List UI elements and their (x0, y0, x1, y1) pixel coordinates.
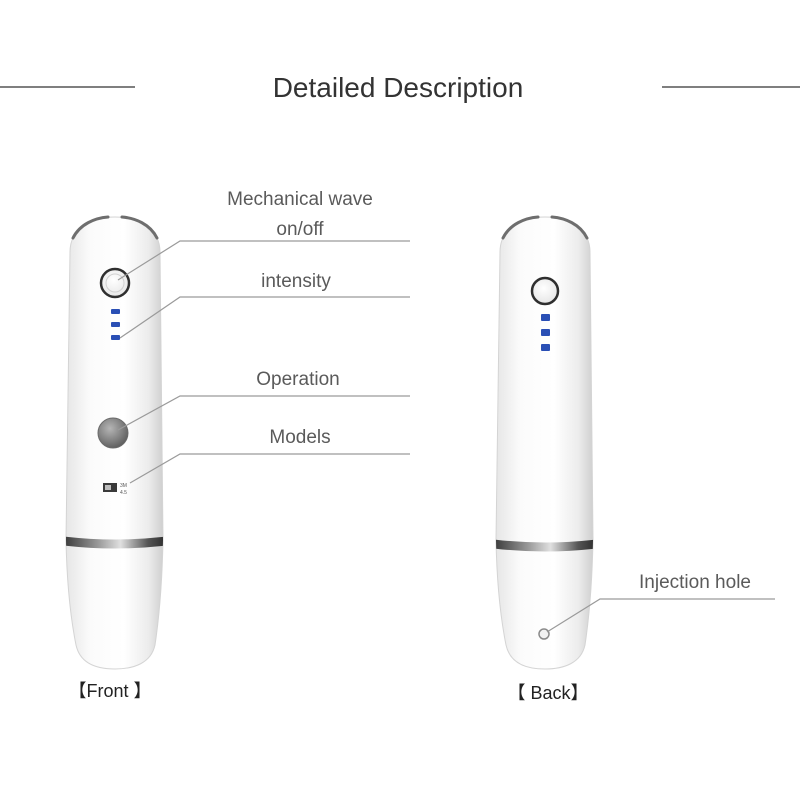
device-back-metal-band (496, 539, 593, 552)
intensity-led-icon (541, 314, 550, 321)
device-back-view (495, 215, 594, 670)
device-back-top-accent-right (550, 215, 589, 240)
callout-line-operation (117, 395, 410, 431)
device-front-view: 3M 4.5 (65, 215, 164, 670)
mode-switch-label-top: 3M (120, 483, 127, 489)
device-back-top-accent-left (501, 215, 540, 240)
callout-line-models (129, 453, 410, 484)
device-back-body (495, 216, 594, 670)
intensity-led-icon (541, 344, 550, 351)
callout-line-mechanical-wave (117, 240, 410, 281)
callout-line-injection-hole (546, 598, 775, 633)
callout-label-intensity: intensity (261, 271, 331, 292)
power-button-icon (99, 267, 131, 299)
power-button-icon (530, 276, 560, 306)
intensity-led-icon (111, 322, 120, 327)
device-front-top-accent-left (71, 215, 110, 240)
callout-label-models: Models (269, 427, 330, 448)
device-front-metal-band (66, 536, 163, 549)
mode-switch-label-bottom: 4.5 (120, 490, 127, 496)
callout-label-injection-hole: Injection hole (639, 572, 751, 593)
intensity-led-icon (541, 329, 550, 336)
view-label-front: 【Front 】 (68, 681, 151, 701)
mode-switch-slider (105, 485, 111, 490)
injection-hole-icon (538, 628, 550, 640)
page-title: Detailed Description (273, 72, 524, 103)
power-button-inner-ring (105, 273, 125, 293)
callout-label-mechanical-wave: Mechanical wave (227, 189, 373, 210)
device-front-top-accent-right (120, 215, 159, 240)
intensity-led-icon (111, 335, 120, 340)
callout-label-operation: Operation (256, 369, 339, 390)
callout-line-intensity (119, 296, 410, 339)
intensity-led-icon (111, 309, 120, 314)
view-label-back: 【 Back】 (507, 683, 588, 703)
callout-label-on-off: on/off (276, 219, 324, 240)
operation-button-icon (97, 417, 129, 449)
